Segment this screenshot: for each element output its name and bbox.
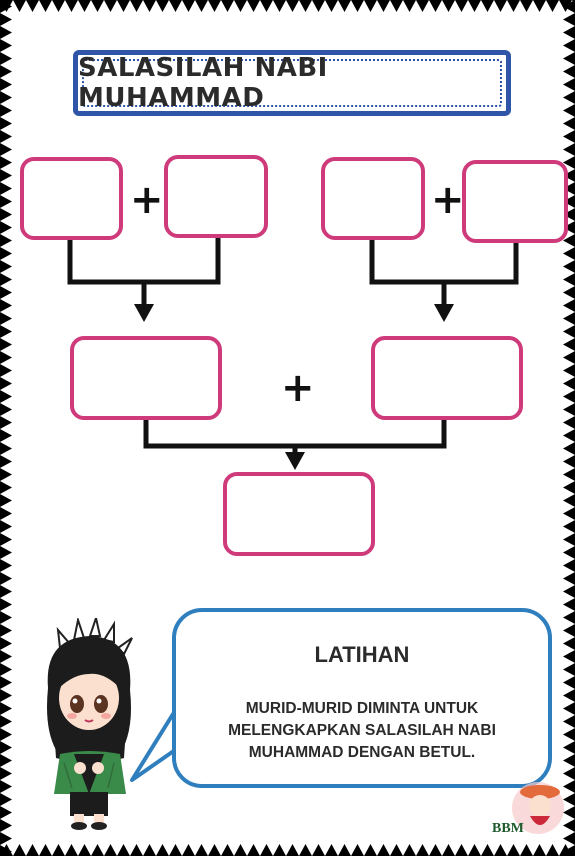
answer-box-grandparent-1[interactable] [20,157,123,240]
arrow-right [434,304,454,322]
answer-box-grandparent-3[interactable] [321,157,425,240]
instruction-line: MELENGKAPKAN SALASILAH NABI [186,720,538,742]
logo-text: BBM [492,821,524,836]
answer-box-father[interactable] [70,336,222,420]
connector-right-parents [372,238,516,282]
instruction-line: MURID-MURID DIMINTA UNTUK [186,698,538,720]
instruction-line: MUHAMMAD DENGAN BETUL. [186,742,538,764]
answer-box-grandparent-2[interactable] [164,155,268,238]
plus-symbol: + [281,368,315,408]
exercise-instruction: MURID-MURID DIMINTA UNTUK MELENGKAPKAN S… [186,698,538,764]
connector-left-parents [70,238,218,282]
connector-middle-parents [146,418,444,446]
plus-symbol: + [431,180,465,220]
plus-symbol: + [130,180,164,220]
arrow-left [134,304,154,322]
answer-box-mother[interactable] [371,336,523,420]
answer-box-grandparent-4[interactable] [462,160,568,243]
arrow-middle [285,452,305,470]
girl-illustration [34,618,144,830]
answer-box-prophet[interactable] [223,472,375,556]
exercise-heading: LATIHAN [176,642,548,668]
exercise-speech-bubble: LATIHAN MURID-MURID DIMINTA UNTUK MELENG… [172,608,552,788]
bbm-logo: BBM [490,778,570,848]
